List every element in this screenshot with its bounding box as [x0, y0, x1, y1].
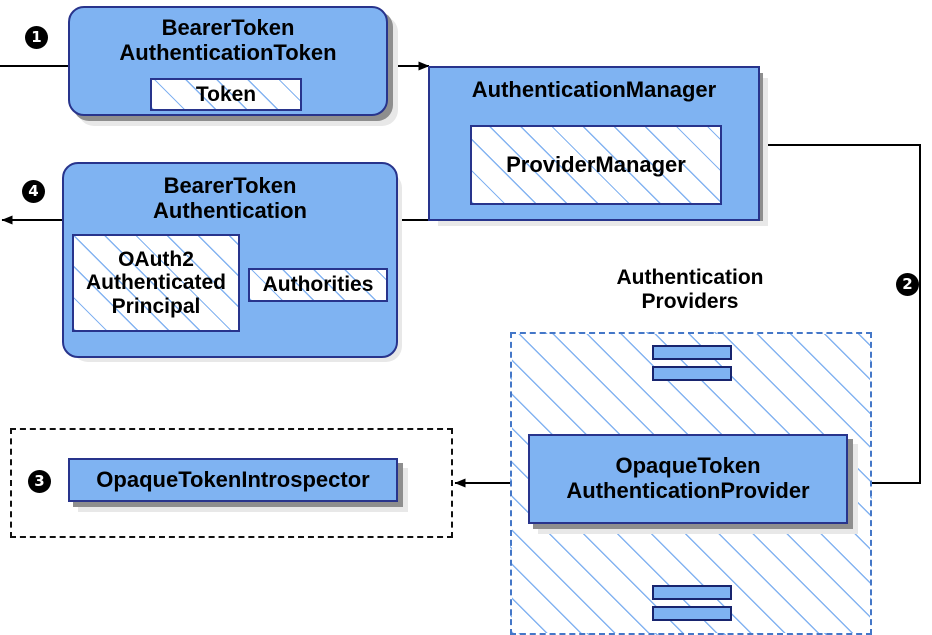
badge-step-1: 1	[25, 26, 48, 49]
provider-stack-bar-top-1	[652, 345, 732, 360]
badge-step-4: 4	[22, 180, 45, 203]
bearer-token-authentication-title: BearerToken Authentication	[153, 173, 307, 223]
badge-step-3: 3	[28, 470, 51, 493]
authentication-manager-title: AuthenticationManager	[471, 77, 717, 102]
provider-stack-bar-bottom-1	[652, 585, 732, 600]
token-inner-box: Token	[150, 78, 302, 111]
provider-manager-inner-box: ProviderManager	[470, 125, 722, 205]
bearer-token-authentication-token-title: BearerToken AuthenticationToken	[119, 15, 337, 65]
oauth2-authenticated-principal-inner-box: OAuth2 Authenticated Principal	[72, 234, 240, 332]
introspector-group-container	[10, 428, 453, 538]
badge-step-2: 2	[896, 273, 919, 296]
provider-stack-bar-bottom-2	[652, 606, 732, 621]
opaque-token-introspector-node[interactable]: OpaqueTokenIntrospector	[68, 458, 398, 502]
provider-stack-bar-top-2	[652, 366, 732, 381]
opaque-token-authentication-provider-node[interactable]: OpaqueToken AuthenticationProvider	[528, 434, 848, 524]
opaque-token-authentication-provider-title: OpaqueToken AuthenticationProvider	[566, 453, 810, 503]
authorities-inner-box: Authorities	[248, 268, 388, 302]
authentication-providers-label: Authentication Providers	[616, 266, 764, 314]
opaque-token-introspector-title: OpaqueTokenIntrospector	[96, 466, 370, 492]
